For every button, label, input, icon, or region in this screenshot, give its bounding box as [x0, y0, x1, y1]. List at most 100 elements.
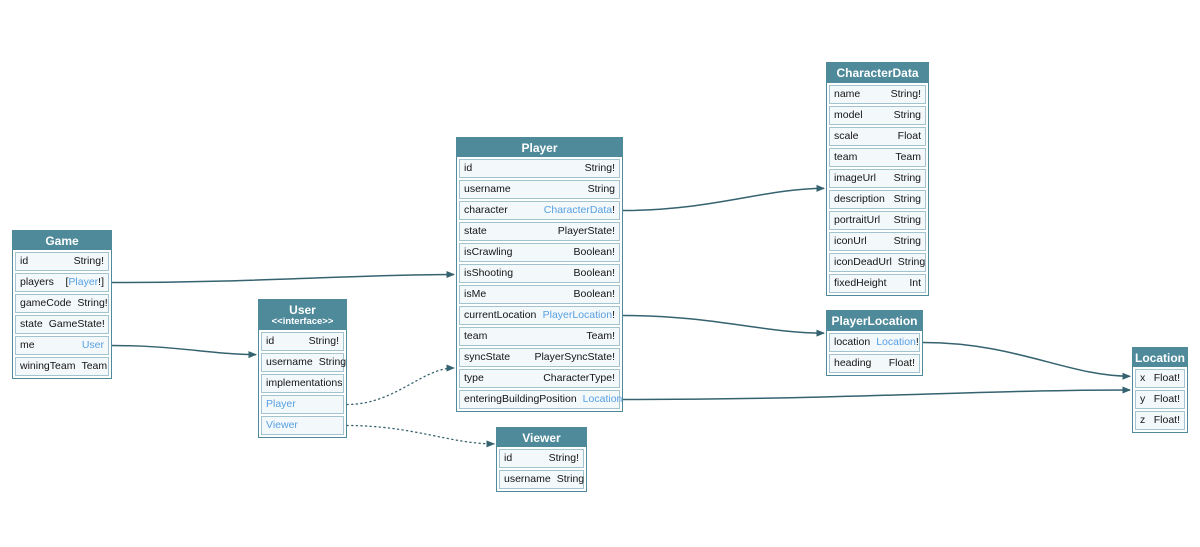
field-row-user-implementations[interactable]: implementations [261, 374, 344, 393]
field-row-game-state[interactable]: state GameState! [15, 315, 109, 334]
type-text: String [318, 356, 347, 368]
field-name: players [20, 276, 54, 288]
type-header-user[interactable]: User<<interface>> [259, 300, 346, 330]
type-link[interactable]: Location [876, 336, 916, 348]
type-text: String [556, 473, 585, 485]
edge-user-player [346, 364, 455, 406]
type-text: String! [584, 162, 615, 174]
edge-player-currentlocation [622, 314, 825, 337]
field-name: fixedHeight [834, 277, 887, 289]
field-row-game-players[interactable]: players[Player!] [15, 273, 109, 292]
type-text: String [587, 183, 615, 195]
type-text: Team! [586, 330, 615, 342]
type-text: Boolean! [573, 246, 615, 258]
type-text: Team [81, 360, 108, 372]
type-text: Float! [1153, 414, 1180, 426]
type-text: GameState! [48, 318, 105, 330]
type-text: ! [612, 309, 615, 321]
field-type: Team [895, 149, 921, 166]
field-type: String! [891, 86, 921, 103]
type-stereotype: <<interface>> [271, 316, 334, 327]
type-link[interactable]: CharacterData [543, 204, 613, 216]
field-name: iconDeadUrl [834, 256, 892, 268]
implementation-link[interactable]: Player [266, 398, 296, 410]
field-row-user-player[interactable]: Player [261, 395, 344, 414]
field-name: state [20, 318, 43, 330]
field-type: PlayerLocation! [543, 307, 615, 324]
type-header-viewer[interactable]: Viewer [497, 428, 586, 447]
type-text: String! [73, 255, 104, 267]
type-header-characterdata[interactable]: CharacterData [827, 63, 928, 83]
type-text: Float [897, 130, 921, 142]
type-text: PlayerSyncState! [534, 351, 615, 363]
type-link[interactable]: PlayerLocation [542, 309, 613, 321]
type-link[interactable]: Location [582, 393, 623, 405]
field-type: String! [549, 450, 579, 467]
type-text: PlayerState! [557, 225, 615, 237]
type-text: !] [98, 276, 104, 288]
edge-playerlocation-location [922, 341, 1131, 380]
field-name: scale [834, 130, 859, 142]
type-header-player[interactable]: Player [457, 138, 622, 157]
field-row-game-winingteam[interactable]: winingTeam Team [15, 357, 109, 376]
type-text: String! [308, 335, 339, 347]
field-row-user-viewer[interactable]: Viewer [261, 416, 344, 435]
type-header-game[interactable]: Game [13, 231, 111, 250]
field-name: syncState [464, 351, 511, 363]
type-header-playerlocation[interactable]: PlayerLocation [827, 311, 922, 331]
type-header-location[interactable]: Location [1133, 348, 1187, 367]
type-link[interactable]: User [81, 339, 104, 351]
type-link[interactable]: Player [68, 276, 99, 288]
implementation-link[interactable]: Viewer [266, 419, 298, 431]
field-name: winingTeam [20, 360, 76, 372]
field-type: String! [309, 333, 339, 350]
field-type: PlayerState! [558, 223, 615, 240]
field-type: Float! [889, 355, 915, 372]
field-name: y [1140, 393, 1146, 405]
field-row-characterdata-scale[interactable]: scale Float [829, 127, 926, 146]
type-text: CharacterType! [543, 372, 615, 384]
field-row-player-syncstate[interactable]: syncState PlayerSyncState! [459, 348, 620, 367]
